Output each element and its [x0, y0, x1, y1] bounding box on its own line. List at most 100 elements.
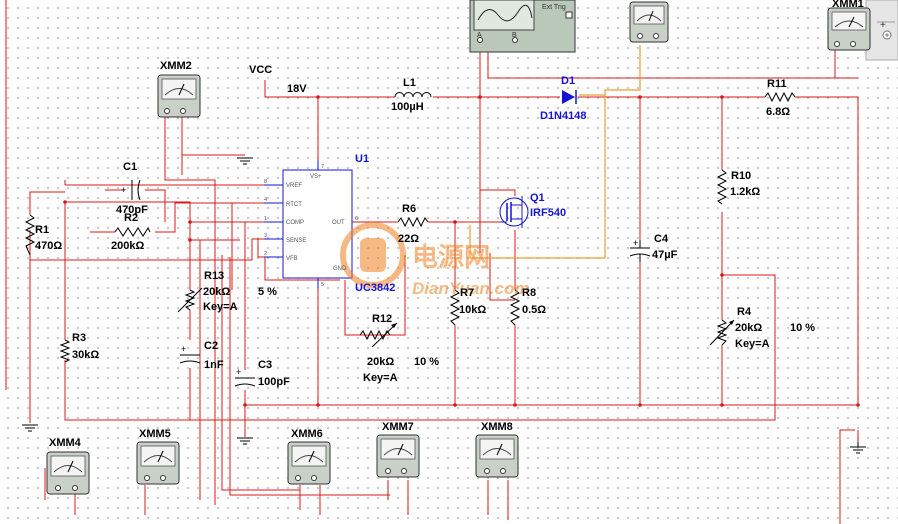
diode-d1[interactable] — [562, 90, 577, 104]
pin-num-7: 7 — [321, 164, 324, 170]
label-l1-val: 100µH — [391, 101, 424, 113]
instrument-panel[interactable] — [865, 0, 898, 61]
label-u1-part: UC3842 — [355, 282, 395, 294]
label-c1-val: 470pF — [116, 204, 148, 216]
oscilloscope[interactable] — [469, 0, 576, 53]
multimeter-xmm6[interactable] — [287, 441, 331, 485]
multimeter-xmm2[interactable] — [157, 74, 201, 118]
label-vcc: VCC — [249, 64, 272, 76]
label-scope-a: A — [477, 32, 482, 39]
capacitor-c4[interactable] — [629, 240, 651, 262]
multimeter-xmm5[interactable] — [136, 441, 180, 485]
potentiometer-r12[interactable] — [359, 322, 398, 348]
pin-num-4: 4 — [264, 197, 267, 203]
label-r11-val: 6.8Ω — [766, 106, 790, 118]
label-c3-val: 100pF — [258, 376, 290, 388]
label-xmm4: XMM4 — [49, 437, 82, 449]
pin-num-6: 6 — [355, 216, 358, 222]
label-r2: R2 — [124, 212, 138, 224]
c2-plus: + — [181, 344, 186, 354]
resistor-r10[interactable] — [716, 169, 728, 205]
label-r10: R10 — [731, 170, 751, 182]
multimeter-top[interactable] — [629, 1, 669, 43]
label-d1-part: D1N4148 — [540, 110, 586, 122]
potentiometer-r4[interactable] — [709, 319, 735, 346]
label-l1: L1 — [403, 77, 416, 89]
label-r7: R7 — [460, 287, 474, 299]
label-c4: C4 — [654, 233, 669, 245]
label-xmm8: XMM8 — [481, 421, 513, 433]
pin-gnd: GND — [333, 266, 347, 272]
capacitor-c1[interactable] — [131, 179, 141, 201]
label-scope-b: B — [512, 32, 517, 39]
pin-comp: COMP — [286, 220, 304, 226]
label-r6: R6 — [402, 203, 416, 215]
pin-vs: VS+ — [310, 174, 322, 180]
label-r6-val: 22Ω — [398, 233, 419, 245]
inductor-l1[interactable] — [394, 92, 432, 98]
label-c1: C1 — [123, 161, 137, 173]
resistor-r8[interactable] — [509, 289, 521, 326]
watermark-cn: 电源网 — [412, 243, 490, 273]
capacitor-c3[interactable] — [234, 377, 256, 387]
watermark-en: DianYuan.com — [412, 279, 529, 298]
label-c4-val: 47µF — [652, 249, 678, 261]
label-r13-pct: 5 % — [258, 286, 277, 298]
pin-num-8: 8 — [264, 179, 267, 185]
resistor-r6[interactable] — [397, 216, 429, 228]
pin-num-2: 2 — [264, 251, 267, 257]
multimeter-xmm4[interactable] — [46, 451, 90, 495]
label-ext-trig: Ext Trig — [542, 4, 566, 11]
label-r8: R8 — [522, 287, 536, 299]
wires — [5, 0, 859, 524]
label-r8-val: 0.5Ω — [522, 304, 546, 316]
multimeter-xmm1[interactable] — [827, 7, 871, 51]
label-r12-pct: 10 % — [414, 356, 439, 368]
multimeter-xmm7[interactable] — [376, 434, 420, 478]
labels: VCC 18V L1 100µH D1 D1N4148 R11 6.8Ω U1 … — [35, 0, 886, 449]
label-r4-key: Key=A — [735, 338, 770, 350]
label-r4: R4 — [737, 306, 752, 318]
label-r4-val: 20kΩ — [735, 322, 762, 334]
label-r3-val: 30kΩ — [72, 349, 99, 361]
label-r2-val: 200kΩ — [111, 240, 144, 252]
pin-sense: SENSE — [286, 238, 306, 244]
label-r13: R13 — [204, 270, 224, 282]
label-c2-val: 1nF — [204, 359, 224, 371]
label-r12-val: 20kΩ — [367, 356, 394, 368]
label-xmm5: XMM5 — [139, 428, 171, 440]
resistor-r7[interactable] — [449, 289, 461, 326]
label-r12-key: Key=A — [363, 372, 398, 384]
label-18v: 18V — [287, 83, 307, 95]
pin-rtct: RTCT — [286, 202, 302, 208]
label-d1: D1 — [561, 75, 575, 87]
label-c2: C2 — [204, 340, 218, 352]
label-r1: R1 — [35, 224, 49, 236]
resistor-r1[interactable] — [24, 214, 36, 256]
potentiometer-r13[interactable] — [177, 287, 203, 313]
resistor-r2[interactable] — [114, 226, 151, 237]
label-xmm2: XMM2 — [160, 60, 192, 72]
multimeter-xmm8[interactable] — [475, 434, 519, 478]
label-panel-plus: + — [880, 20, 886, 31]
label-xmm7: XMM7 — [382, 421, 414, 433]
probe-wire — [469, 94, 606, 259]
resistor-r11[interactable] — [764, 91, 796, 103]
label-q1: Q1 — [530, 192, 545, 204]
resistor-r3[interactable] — [59, 339, 71, 363]
label-c3: C3 — [258, 359, 272, 371]
label-q1-part: IRF540 — [530, 207, 566, 219]
label-r7-val: 10kΩ — [459, 304, 486, 316]
label-r4-pct: 10 % — [790, 322, 815, 334]
pin-vfb: VFB — [286, 256, 298, 262]
capacitor-c2[interactable] — [179, 354, 201, 364]
pin-out: OUT — [332, 220, 345, 226]
c4-plus: + — [633, 238, 638, 248]
c1-plus: + — [121, 185, 126, 195]
mosfet-q1[interactable] — [499, 196, 529, 228]
label-r1-val: 470Ω — [35, 240, 62, 252]
ground-symbols — [22, 154, 866, 454]
watermark: 电源网 DianYuan.com — [340, 222, 529, 298]
label-xmm1: XMM1 — [832, 0, 864, 10]
